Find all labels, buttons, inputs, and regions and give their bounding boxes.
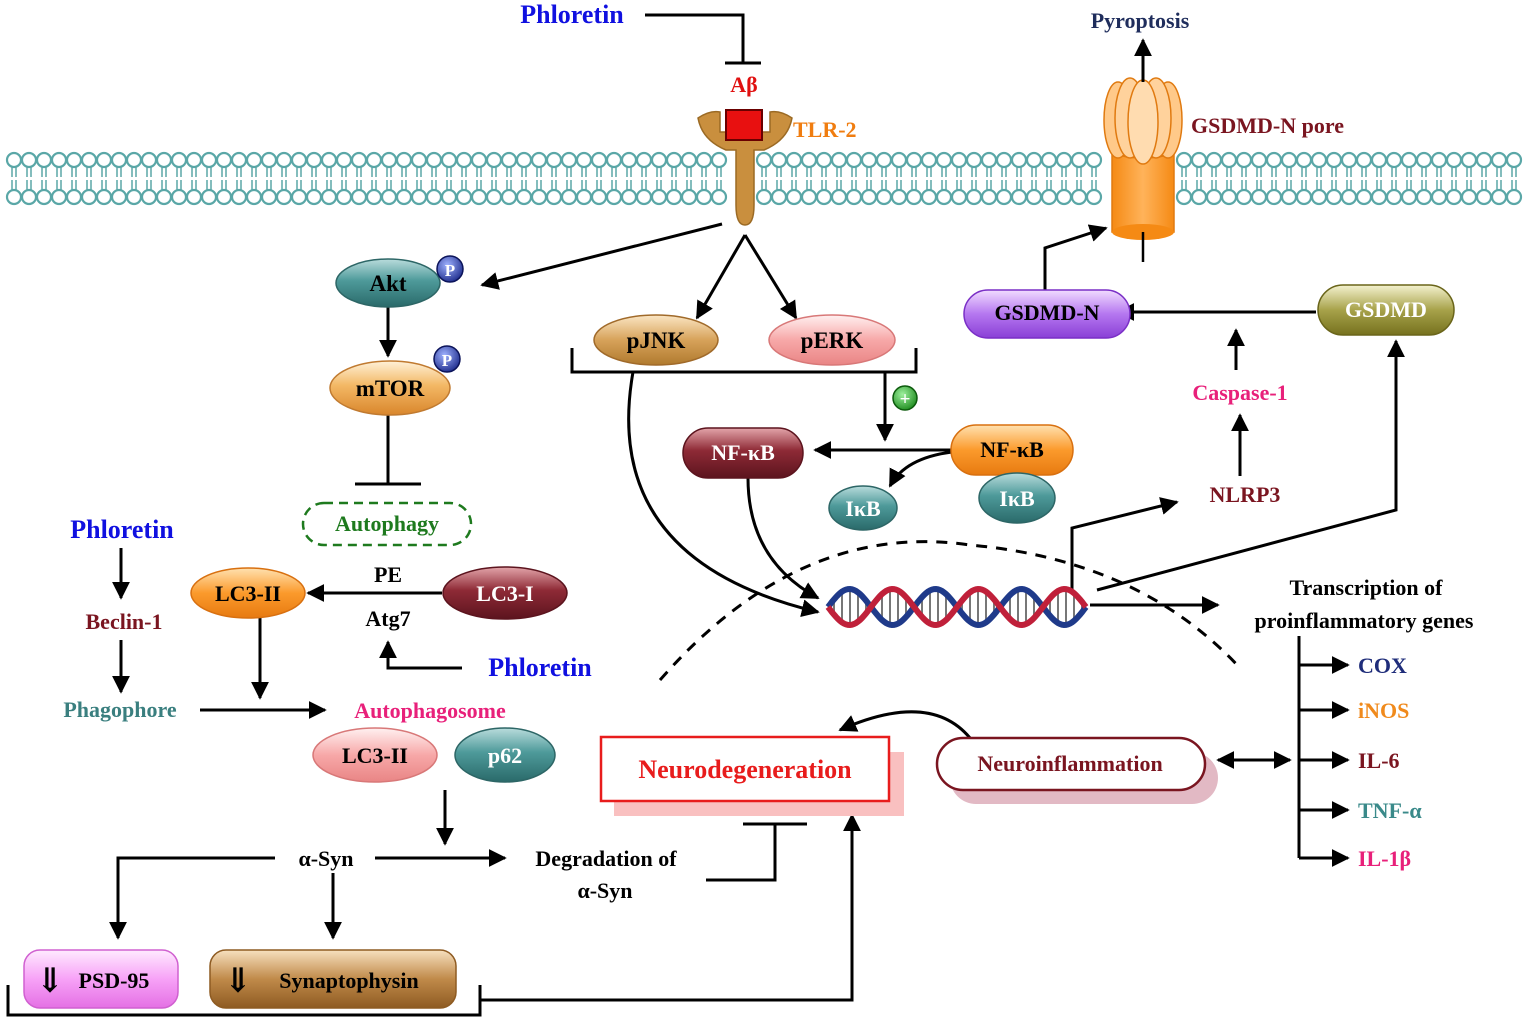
- phloretin-mid-label: Phloretin: [488, 653, 592, 682]
- gsdmd-n-label: GSDMD-N: [994, 300, 1099, 325]
- nfkb-active-node: NF-κB: [682, 427, 804, 479]
- psd95-down-arrow: ⇓: [36, 963, 65, 1000]
- p62-label: p62: [488, 743, 522, 768]
- text-labels: Phloretin Aβ TLR-2 Pyroptosis GSDMD-N po…: [63, 0, 1474, 903]
- atg7-label: Atg7: [365, 606, 410, 631]
- ikb-free-node: IκB: [828, 485, 898, 531]
- lc3-i-label: LC3-I: [476, 581, 533, 606]
- akt-label: Akt: [369, 271, 406, 296]
- neurodegeneration-box: Neurodegeneration: [599, 735, 904, 816]
- gsdmd-node: GSDMD: [1317, 284, 1455, 336]
- psd95-label: PSD-95: [79, 968, 150, 993]
- synaptophysin-label: Synaptophysin: [279, 968, 418, 993]
- svg-text:P: P: [445, 261, 455, 280]
- transcription-label-line2: proinflammatory genes: [1255, 608, 1474, 633]
- transcription-label-line1: Transcription of: [1290, 575, 1444, 600]
- ikb-bound-node: IκB: [978, 472, 1056, 524]
- pjnk-node: pJNK: [593, 314, 719, 366]
- tlr2-receptor: [697, 109, 793, 226]
- svg-text:+: +: [900, 389, 911, 410]
- cell-membrane: [5, 151, 1523, 206]
- tlr2-label: TLR-2: [793, 117, 857, 142]
- perk-label: pERK: [801, 328, 864, 353]
- pyroptosis-label: Pyroptosis: [1091, 8, 1190, 33]
- perk-node: pERK: [768, 314, 896, 366]
- akt-node: Akt: [335, 258, 441, 308]
- akt-phospho-badge: P: [436, 255, 464, 283]
- il6-label: IL-6: [1358, 748, 1400, 773]
- beclin1-label: Beclin-1: [86, 609, 163, 634]
- abeta-label: Aβ: [730, 72, 757, 97]
- degradation-label-line1: Degradation of: [535, 846, 677, 871]
- gsdmd-n-pore-label: GSDMD-N pore: [1191, 113, 1344, 138]
- autophagy-node: Autophagy: [301, 501, 473, 547]
- cox-label: COX: [1358, 653, 1407, 678]
- autophagy-label: Autophagy: [335, 511, 439, 536]
- p62-node: p62: [454, 727, 556, 783]
- phloretin-top-label: Phloretin: [520, 0, 624, 29]
- nfkb-active-label: NF-κB: [711, 440, 775, 465]
- nfkb-complex-label: NF-κB: [980, 437, 1044, 462]
- lc3-ii-b-label: LC3-II: [342, 743, 408, 768]
- pe-label: PE: [374, 562, 402, 587]
- gsdmd-n-pore-structure: [1103, 77, 1183, 262]
- phloretin-left-label: Phloretin: [70, 515, 174, 544]
- mtor-phospho-badge: P: [433, 345, 461, 373]
- neuroinflammation-box: Neuroinflammation: [935, 736, 1218, 804]
- gsdmd-n-node: GSDMD-N: [963, 289, 1131, 339]
- lc3-ii-autophagosome-node: LC3-II: [312, 727, 438, 783]
- lc3-i-node: LC3-I: [442, 566, 568, 620]
- lc3-ii-label: LC3-II: [215, 581, 281, 606]
- pjnk-label: pJNK: [627, 328, 686, 353]
- nucleus-boundary: [658, 540, 1242, 681]
- gsdmd-label: GSDMD: [1345, 297, 1427, 322]
- dna-helix: [825, 585, 1089, 629]
- phagophore-label: Phagophore: [63, 697, 177, 722]
- neurodegeneration-label: Neurodegeneration: [638, 755, 852, 784]
- tnfa-label: TNF-α: [1358, 798, 1422, 823]
- inos-label: iNOS: [1358, 698, 1409, 723]
- synaptophysin-node: ⇓ Synaptophysin: [209, 949, 457, 1009]
- caspase1-label: Caspase-1: [1192, 380, 1287, 405]
- ikb-free-label: IκB: [845, 496, 881, 521]
- plus-badge: +: [892, 385, 918, 411]
- lc3-ii-node: LC3-II: [190, 567, 306, 619]
- asyn-label: α-Syn: [298, 846, 353, 871]
- degradation-label-line2: α-Syn: [577, 878, 632, 903]
- mtor-node: mTOR: [329, 360, 451, 416]
- psd95-node: ⇓ PSD-95: [23, 949, 179, 1009]
- connectors: [6, 13, 1405, 1017]
- neuroinflammation-label: Neuroinflammation: [977, 751, 1162, 776]
- nlrp3-label: NLRP3: [1210, 482, 1281, 507]
- synaptophysin-down-arrow: ⇓: [224, 963, 253, 1000]
- mtor-label: mTOR: [356, 376, 425, 401]
- il1b-label: IL-1β: [1358, 846, 1411, 871]
- autophagosome-label: Autophagosome: [354, 698, 506, 723]
- nfkb-complex-node: NF-κB: [950, 424, 1074, 476]
- ikb-bound-label: IκB: [999, 486, 1035, 511]
- svg-text:P: P: [442, 351, 452, 370]
